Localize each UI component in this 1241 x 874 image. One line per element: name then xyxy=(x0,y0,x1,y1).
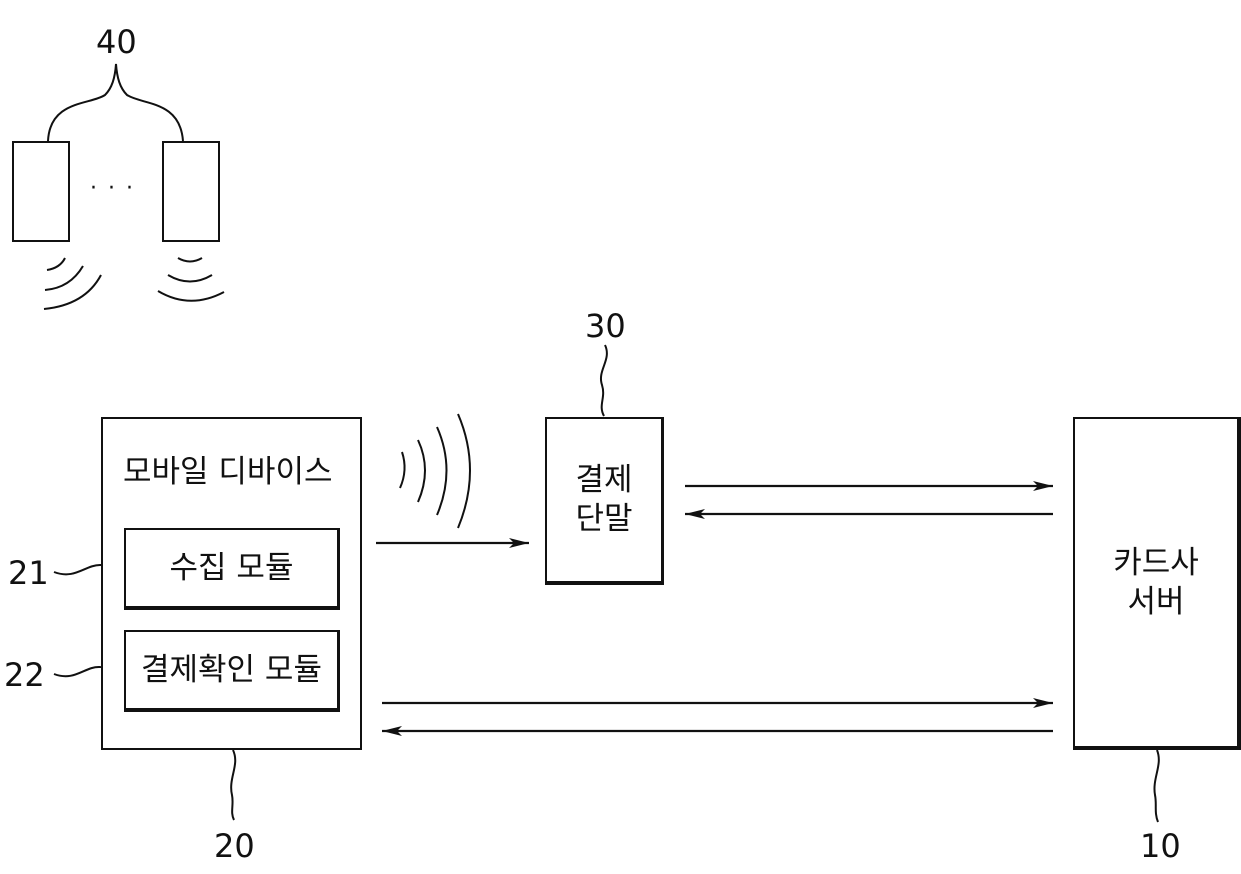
payment-terminal-line-2: 단말 xyxy=(575,501,633,537)
leader-20 xyxy=(230,749,237,821)
confirm-module-label: 결제확인 모듈 xyxy=(141,651,322,688)
wave-icon xyxy=(44,265,84,291)
wave-icon xyxy=(46,257,66,271)
ref-30: 30 xyxy=(585,307,626,345)
payment-terminal-box: 결제 단말 xyxy=(545,417,664,585)
wave-icon xyxy=(167,274,213,283)
wave-icon xyxy=(177,257,203,263)
wave-icon xyxy=(399,451,406,489)
card-server-box: 카드사 서버 xyxy=(1073,417,1241,750)
ref-10: 10 xyxy=(1140,827,1181,865)
collect-module-box: 수집 모듈 xyxy=(124,528,340,610)
collect-module-label: 수집 모듈 xyxy=(169,549,294,586)
ref-20: 20 xyxy=(214,827,255,865)
beacon-ellipsis: · · · xyxy=(90,176,135,201)
leader-10 xyxy=(1153,749,1160,823)
ref-40: 40 xyxy=(96,23,137,61)
wave-icon xyxy=(457,413,471,529)
beacon-device xyxy=(12,141,70,242)
brace-40 xyxy=(47,63,184,142)
confirm-module-box: 결제확인 모듈 xyxy=(124,630,340,712)
card-server-line-2: 서버 xyxy=(1127,583,1185,620)
payment-terminal-line-1: 결제 xyxy=(575,462,633,498)
wave-icon xyxy=(417,439,426,503)
ref-21: 21 xyxy=(8,554,49,592)
wave-icon xyxy=(157,290,225,302)
ref-22: 22 xyxy=(4,656,45,694)
leader-30 xyxy=(599,344,608,417)
mobile-device-title: 모바일 디바이스 xyxy=(123,454,333,490)
beacon-device xyxy=(162,141,220,242)
wave-icon xyxy=(436,426,448,516)
wave-icon xyxy=(43,274,102,310)
card-server-line-1: 카드사 xyxy=(1113,544,1199,581)
